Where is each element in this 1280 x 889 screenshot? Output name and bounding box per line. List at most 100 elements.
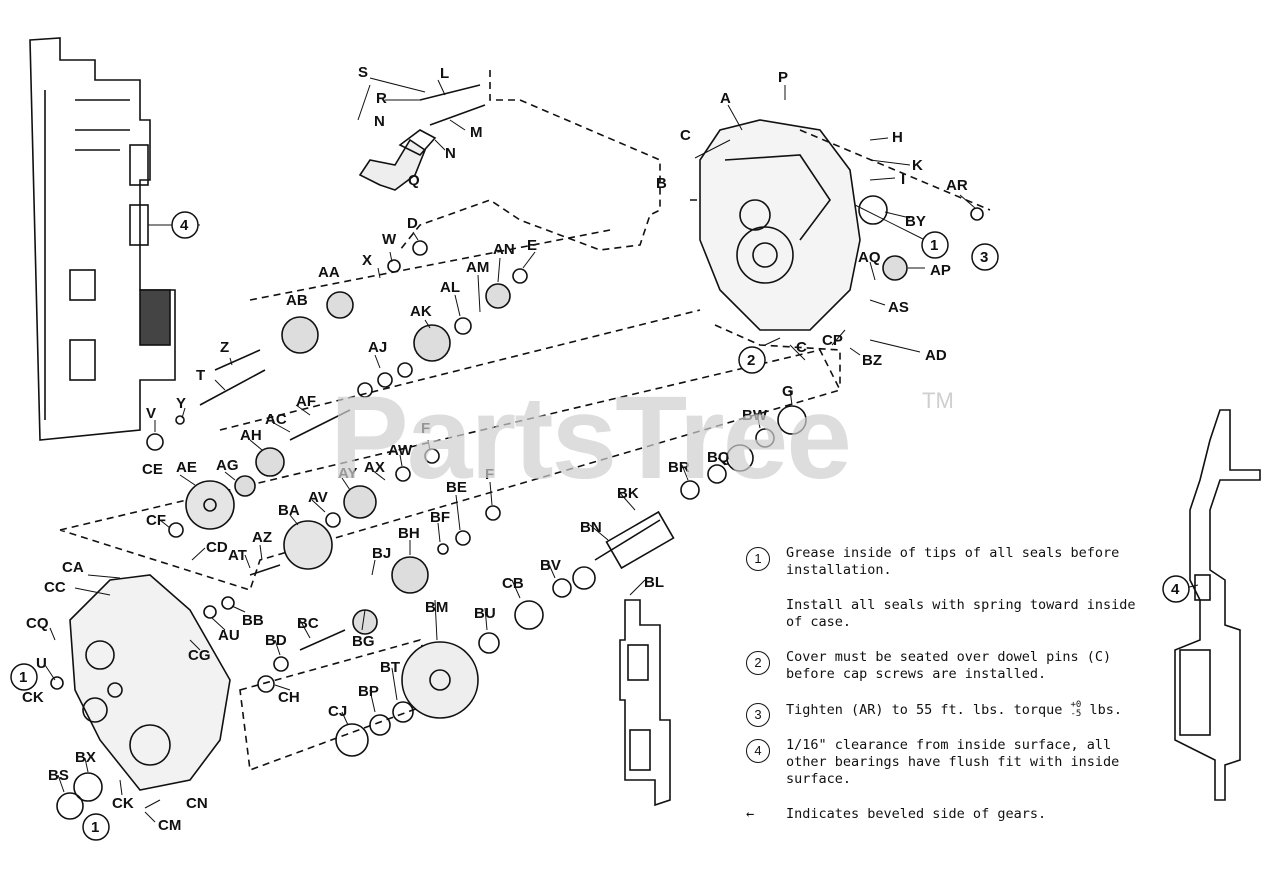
svg-text:S: S (358, 64, 368, 81)
svg-text:4: 4 (1171, 581, 1180, 598)
note-number: 4 (746, 739, 770, 763)
svg-text:CE: CE (142, 461, 163, 478)
note-text: Indicates beveled side of gears. (786, 806, 1047, 822)
note-text: 1/16" clearance from inside surface, all… (786, 737, 1120, 787)
svg-text:BE: BE (446, 479, 467, 496)
svg-text:AA: AA (318, 264, 340, 281)
torque-tolerance: +0 -5 (1070, 701, 1081, 719)
svg-text:D: D (407, 215, 418, 232)
svg-text:4: 4 (180, 217, 189, 234)
svg-text:I: I (901, 171, 905, 188)
svg-text:AQ: AQ (858, 249, 881, 266)
svg-text:1: 1 (930, 237, 938, 254)
svg-text:BB: BB (242, 612, 264, 629)
svg-text:BF: BF (430, 509, 450, 526)
svg-text:BA: BA (278, 502, 300, 519)
svg-text:AD: AD (925, 347, 947, 364)
svg-text:CQ: CQ (26, 615, 49, 632)
svg-text:B: B (656, 175, 667, 192)
note-text: Tighten (AR) to 55 ft. lbs. torque (786, 702, 1063, 718)
svg-text:N: N (374, 113, 385, 130)
svg-text:Y: Y (176, 395, 186, 412)
svg-text:3: 3 (980, 249, 988, 266)
note-text: Install all seals with spring toward ins… (786, 597, 1136, 630)
svg-text:P: P (778, 69, 788, 86)
svg-text:Z: Z (220, 339, 229, 356)
svg-text:BZ: BZ (862, 352, 882, 369)
svg-text:R: R (376, 90, 387, 107)
svg-text:AC: AC (265, 411, 287, 428)
svg-text:BU: BU (474, 605, 496, 622)
svg-text:AF: AF (296, 393, 316, 410)
right-cross-section (1174, 409, 1261, 801)
diagram-callouts (10, 211, 1190, 841)
watermark: PartsTree (330, 372, 852, 504)
svg-text:F: F (421, 420, 430, 437)
shift-fork-group (358, 84, 486, 191)
svg-text:G: G (782, 383, 794, 400)
svg-text:F: F (485, 466, 494, 483)
svg-text:BN: BN (580, 519, 602, 536)
svg-text:E: E (527, 237, 537, 254)
svg-text:CA: CA (62, 559, 84, 576)
svg-text:U: U (36, 655, 47, 672)
lower-case-half (69, 574, 231, 791)
svg-text:AL: AL (440, 279, 460, 296)
svg-text:BD: BD (265, 632, 287, 649)
note-number: 3 (746, 703, 770, 727)
svg-text:AW: AW (388, 442, 413, 459)
svg-text:AE: AE (176, 459, 197, 476)
note-seals: Install all seals with spring toward ins… (740, 597, 1140, 631)
svg-text:AU: AU (218, 627, 240, 644)
svg-text:BT: BT (380, 659, 400, 676)
note-beveled: ← Indicates beveled side of gears. (740, 806, 1140, 823)
svg-text:C: C (680, 127, 691, 144)
note-text: Grease inside of tips of all seals befor… (786, 545, 1120, 578)
note-number: 2 (746, 651, 770, 675)
svg-text:AY: AY (338, 465, 357, 482)
svg-text:BM: BM (425, 599, 448, 616)
svg-text:BJ: BJ (372, 545, 391, 562)
right-case-half (699, 119, 861, 331)
svg-text:AJ: AJ (368, 339, 387, 356)
svg-text:CK: CK (112, 795, 134, 812)
svg-text:T: T (196, 367, 205, 384)
note-3: 3 Tighten (AR) to 55 ft. lbs. torque +0 … (740, 701, 1140, 727)
svg-text:CK: CK (22, 689, 44, 706)
trademark-symbol: TM (922, 388, 954, 413)
notes-legend: 1 Grease inside of tips of all seals bef… (740, 545, 1140, 841)
left-arrow-icon: ← (746, 806, 755, 822)
svg-text:CM: CM (158, 817, 181, 834)
svg-text:BY: BY (905, 213, 926, 230)
svg-text:BX: BX (75, 749, 96, 766)
svg-text:BK: BK (617, 485, 639, 502)
svg-text:CF: CF (146, 512, 166, 529)
svg-text:AP: AP (930, 262, 951, 279)
svg-text:1: 1 (19, 669, 27, 686)
note-text-units: lbs. (1089, 702, 1122, 718)
svg-text:BP: BP (358, 683, 379, 700)
svg-text:AB: AB (286, 292, 308, 309)
left-cross-section (29, 37, 176, 441)
svg-text:AX: AX (364, 459, 385, 476)
svg-text:CH: CH (278, 689, 300, 706)
svg-text:CG: CG (188, 647, 211, 664)
svg-text:BL: BL (644, 574, 664, 591)
svg-text:BH: BH (398, 525, 420, 542)
svg-text:AS: AS (888, 299, 909, 316)
svg-text:C: C (796, 339, 807, 356)
svg-text:CJ: CJ (328, 703, 347, 720)
svg-text:H: H (892, 129, 903, 146)
svg-text:AT: AT (228, 547, 247, 564)
svg-text:BS: BS (48, 767, 69, 784)
tolerance-minus: -5 (1070, 709, 1082, 719)
svg-text:CC: CC (44, 579, 66, 596)
svg-text:V: V (146, 405, 156, 422)
note-2: 2 Cover must be seated over dowel pins (… (740, 649, 1140, 683)
note-number: 1 (746, 547, 770, 571)
svg-text:CP: CP (822, 332, 843, 349)
svg-text:AG: AG (216, 457, 239, 474)
svg-text:2: 2 (747, 352, 755, 369)
